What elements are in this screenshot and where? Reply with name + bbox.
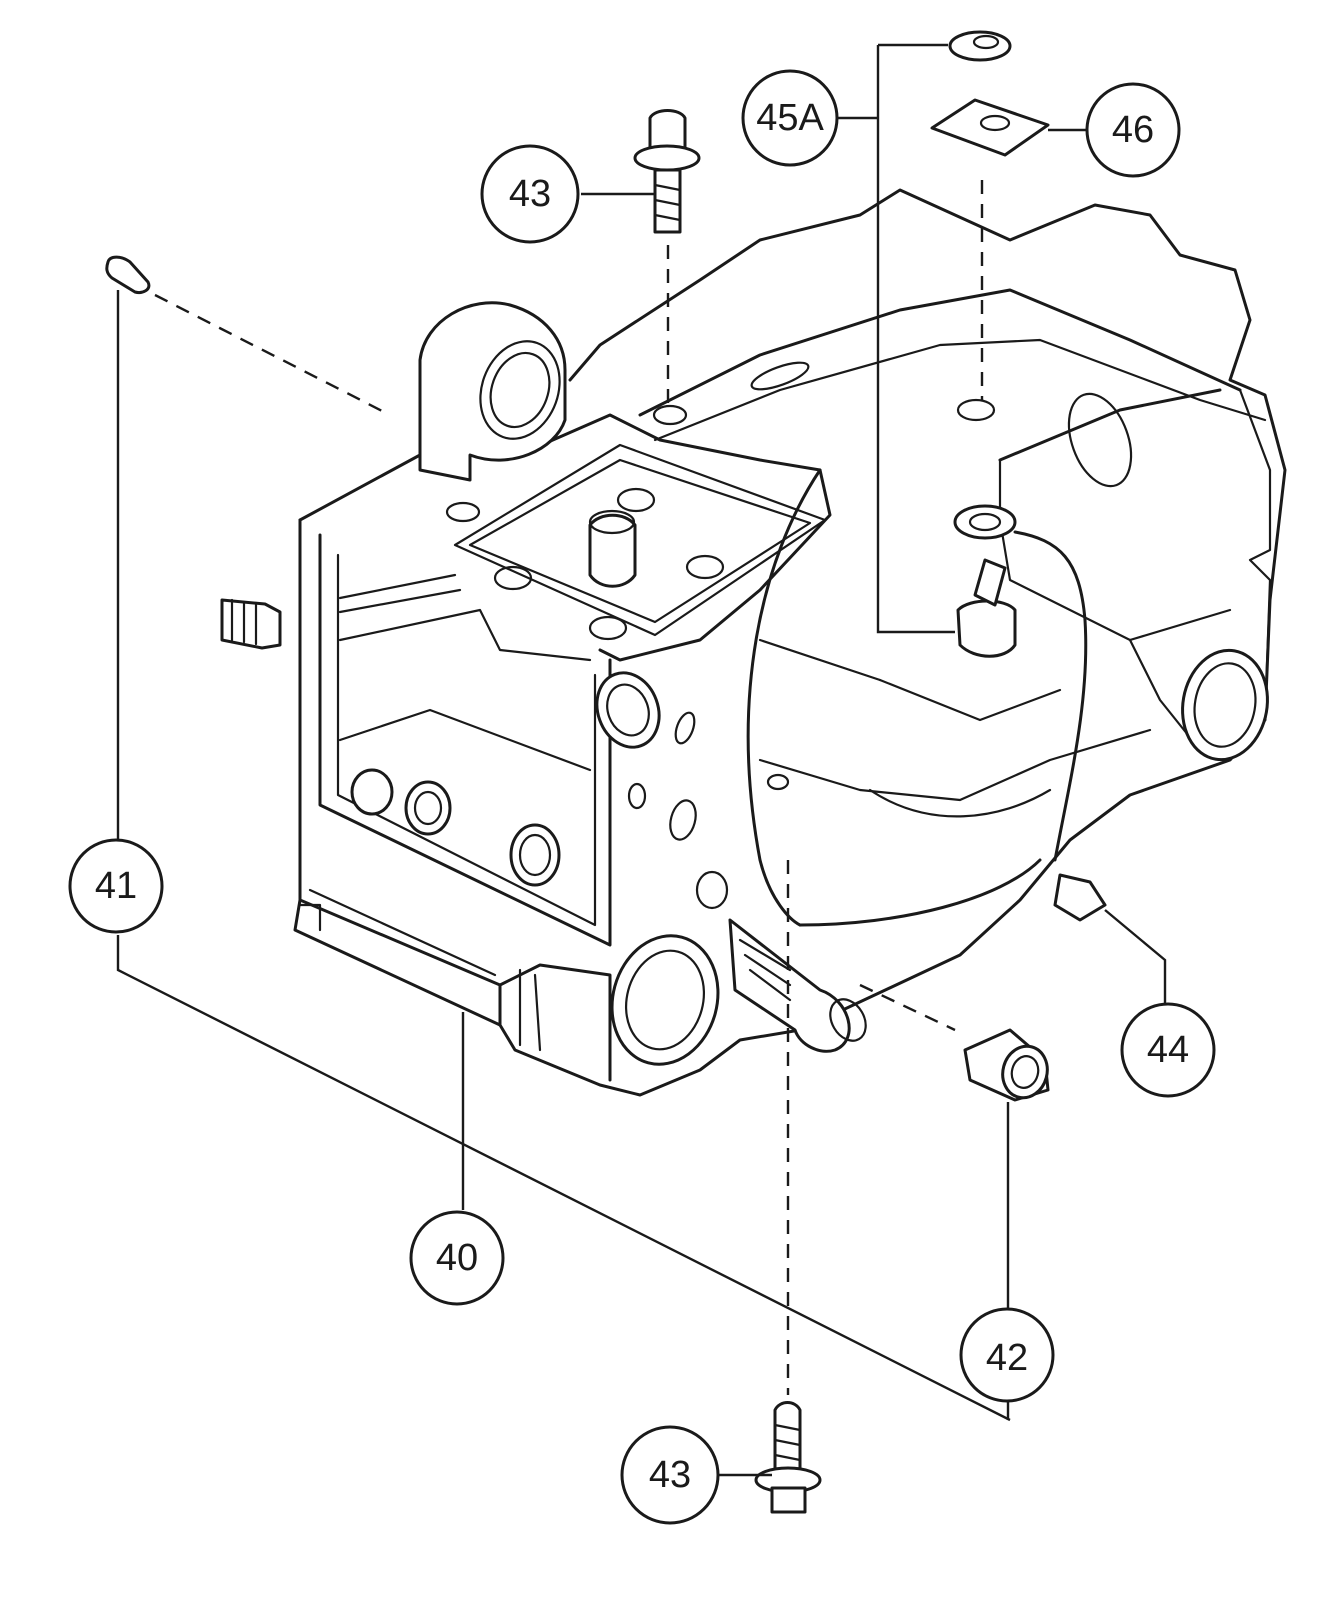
switch-assembly — [953, 504, 1107, 922]
crankcase-housing — [293, 188, 1287, 1097]
top-plate-holes — [445, 361, 996, 641]
part-42-bushing — [963, 1028, 1050, 1102]
callout-46-label: 46 — [1112, 109, 1154, 151]
callout-45a-label: 45A — [756, 97, 824, 139]
leader-lines — [116, 43, 1167, 1477]
callout-43-top-label: 43 — [509, 173, 551, 215]
callout-43-bottom-label: 43 — [649, 1454, 691, 1496]
right-bearing-boss — [1067, 392, 1269, 762]
part-46-plate — [930, 98, 1050, 157]
callout-41-label: 41 — [95, 865, 137, 907]
side-details — [220, 598, 790, 910]
callout-42: 42 — [959, 1307, 1055, 1403]
callout-40: 40 — [409, 1210, 505, 1306]
part-41-plug — [105, 255, 151, 294]
part-43-bottom-bolt — [754, 1401, 822, 1514]
callout-43-bottom: 43 — [620, 1425, 720, 1525]
callout-46: 46 — [1085, 82, 1181, 178]
callout-41: 41 — [68, 838, 164, 934]
callout-42-label: 42 — [986, 1337, 1028, 1379]
callout-44: 44 — [1120, 1002, 1216, 1098]
top-ring-boss — [418, 301, 567, 482]
callout-43-top: 43 — [480, 144, 580, 244]
part-45a-washer — [948, 30, 1012, 62]
front-bearing-boss — [610, 918, 867, 1066]
callout-45a: 45A — [741, 69, 839, 167]
part-43-top-bolt — [633, 109, 701, 234]
callout-44-label: 44 — [1147, 1029, 1189, 1071]
callout-40-label: 40 — [436, 1237, 478, 1279]
